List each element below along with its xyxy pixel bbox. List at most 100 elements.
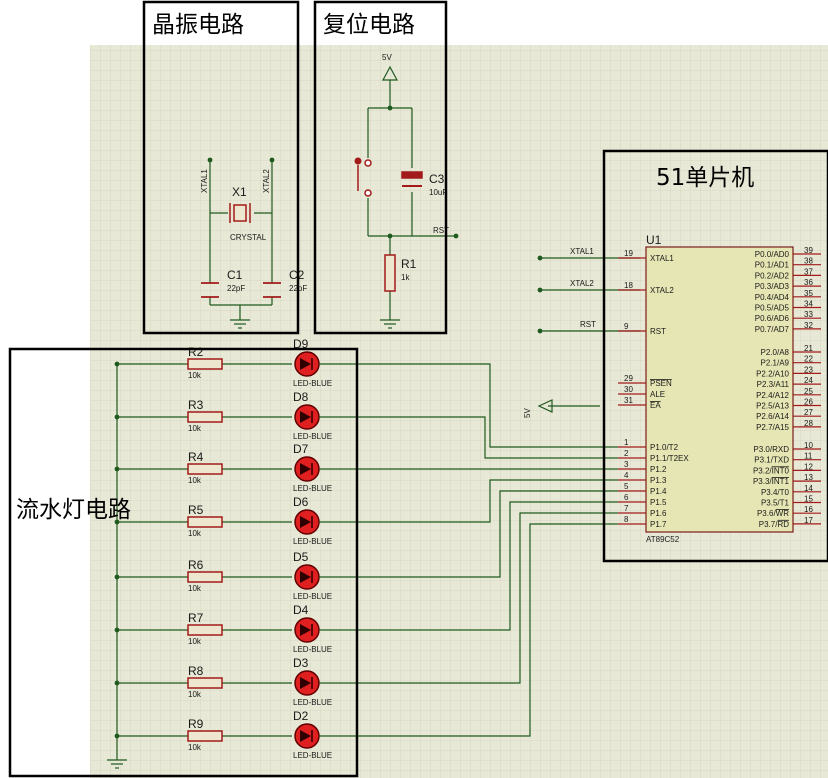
led-value: LED-BLUE — [293, 484, 332, 493]
led-value: LED-BLUE — [293, 751, 332, 760]
resistor-value: 10k — [188, 476, 202, 485]
c1-ref: C1 — [227, 268, 243, 282]
led-ref: D6 — [293, 495, 309, 509]
led-diode-symbol — [300, 571, 311, 583]
mcu-pin-number: 7 — [624, 504, 629, 513]
led-bus-wire — [319, 512, 618, 684]
junction-dot — [207, 157, 213, 163]
ea-supply-arrow — [537, 399, 553, 413]
ground-symbol-reset — [380, 319, 400, 329]
mcu-pin-number: 3 — [624, 460, 629, 469]
resistor-body — [187, 411, 223, 423]
resistor-ref: R6 — [188, 558, 204, 572]
x1-ref: X1 — [232, 185, 247, 199]
mcu-pin-number: 13 — [804, 473, 813, 482]
mcu-pin-name: P0.0/AD0 — [755, 250, 790, 259]
mcu-net-xtal1: XTAL1 — [570, 247, 594, 256]
mcu-pin-name: P0.7/AD7 — [755, 325, 790, 334]
net-label-xtal2: XTAL2 — [262, 169, 271, 193]
mcu-pin-name: P2.2/A10 — [756, 369, 789, 378]
mcu-pin-name: P1.4 — [650, 487, 667, 496]
mcu-section-title: 51单片机 — [656, 165, 754, 191]
mcu-pin-name: P0.5/AD5 — [755, 304, 790, 313]
crystal-x1 — [229, 203, 251, 223]
mcu-pin-name: P2.0/A8 — [761, 348, 790, 357]
mcu-pin-number: 26 — [804, 398, 813, 407]
led-diode-symbol — [300, 463, 311, 475]
mcu-pin-number: 37 — [804, 267, 813, 276]
led-ref: D7 — [293, 442, 309, 456]
led-diode-symbol — [300, 677, 311, 689]
mcu-pin-number: 8 — [624, 515, 629, 524]
led-ref: D3 — [293, 656, 309, 670]
reset-section-title: 复位电路 — [323, 12, 415, 38]
net-label-xtal1: XTAL1 — [200, 169, 209, 193]
mcu-pin-name: P3.2/INT0 — [753, 466, 790, 475]
resistor-value: 10k — [188, 637, 202, 646]
mcu-ref: U1 — [646, 233, 662, 247]
mcu-pin-name: P2.7/A15 — [756, 423, 789, 432]
mcu-section-frame — [602, 149, 828, 563]
reset-section-frame — [313, 0, 448, 335]
mcu-pin-name: P0.6/AD6 — [755, 314, 790, 323]
reset-pushbutton — [357, 159, 372, 197]
resistor-body — [187, 730, 223, 742]
led-section-frame — [8, 347, 359, 778]
mcu-pin-number: 35 — [804, 289, 813, 298]
junction-dot — [114, 414, 120, 420]
mcu-pin-name: P0.3/AD3 — [755, 282, 790, 291]
ground-symbol-leds — [107, 759, 127, 769]
mcu-pin-number: 32 — [804, 321, 813, 330]
crystal-circuit — [209, 160, 273, 320]
mcu-pin-name: P0.4/AD4 — [755, 293, 790, 302]
resistor-value: 10k — [188, 371, 202, 380]
led-diode-symbol — [300, 730, 311, 742]
mcu-pin-number: 25 — [804, 387, 813, 396]
resistor-value: 10k — [188, 424, 202, 433]
junction-dot — [537, 328, 543, 334]
resistor-body — [187, 624, 223, 636]
resistor-body — [187, 677, 223, 689]
led-value: LED-BLUE — [293, 537, 332, 546]
led-diode-symbol — [300, 411, 311, 423]
mcu-pin-number: 4 — [624, 471, 629, 480]
led-value: LED-BLUE — [293, 698, 332, 707]
led-value: LED-BLUE — [293, 592, 332, 601]
mcu-pin-name: PSEN — [650, 379, 672, 388]
capacitor-c2 — [263, 282, 281, 298]
mcu-chip-body — [645, 246, 794, 533]
mcu-pin-number: 23 — [804, 365, 813, 374]
mcu-pin-number: 6 — [624, 493, 629, 502]
mcu-pin-number: 31 — [624, 396, 633, 405]
net-label-rst: RST — [433, 226, 449, 235]
mcu-pin-name: EA — [650, 401, 661, 410]
junction-dot — [114, 733, 120, 739]
resistor-ref: R2 — [188, 345, 204, 359]
resistor-body — [187, 516, 223, 528]
pushbutton-actuator — [354, 157, 362, 165]
resistor-value: 10k — [188, 584, 202, 593]
resistor-r1 — [384, 254, 396, 292]
resistor-value: 10k — [188, 743, 202, 752]
mcu-pin-number: 33 — [804, 310, 813, 319]
ground-symbol-crystal — [230, 319, 250, 329]
led-bus-wire — [319, 501, 618, 631]
mcu-pin-number: 38 — [804, 257, 813, 266]
led-ref: D4 — [293, 603, 309, 617]
c3-ref: C3 — [429, 172, 445, 186]
led-diode-symbol — [300, 358, 311, 370]
c1-value: 22pF — [227, 284, 245, 293]
mcu-pin-number: 17 — [804, 516, 813, 525]
junction-dot — [114, 466, 120, 472]
mcu-pin-name: P0.2/AD2 — [755, 271, 790, 280]
mcu-pins: 19XTAL118XTAL29RST29PSEN30ALE31EA1P1.0/T… — [618, 246, 821, 529]
mcu-pin-name: P3.0/RXD — [753, 445, 789, 454]
mcu-pin-number: 36 — [804, 278, 813, 287]
capacitor-c1 — [201, 282, 219, 298]
